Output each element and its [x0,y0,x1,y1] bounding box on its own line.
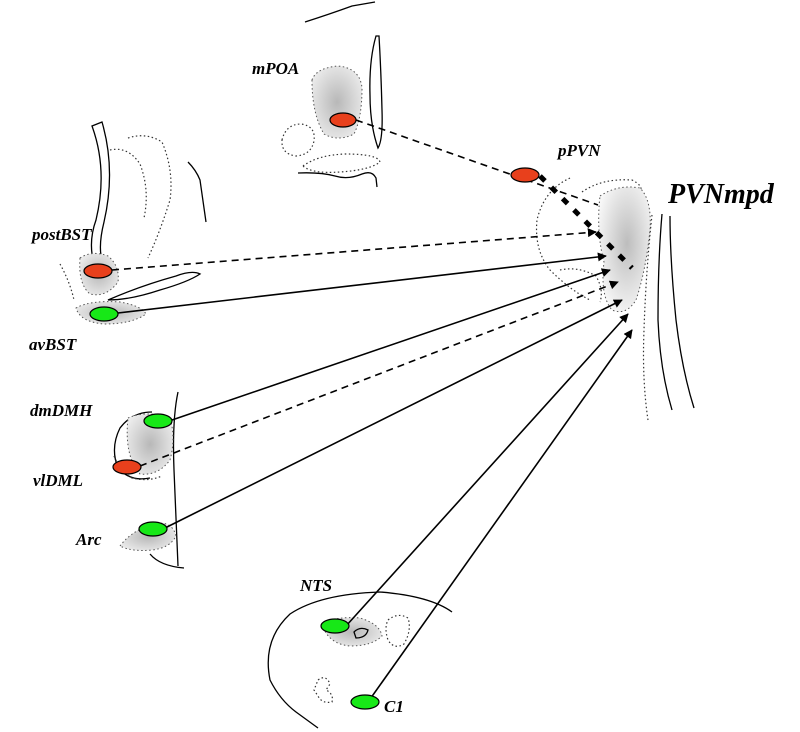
pvn-dotted-outline-left [535,177,591,301]
label-arc: Arc [75,530,102,549]
label-avbst: avBST [29,335,77,354]
node-postbst-red [83,263,113,279]
brainstem-outline [267,591,453,729]
bst-section [59,121,207,325]
node-c1-green [350,694,380,710]
dmh-ventricle-line [172,391,179,567]
arc-base-contour [149,553,185,569]
mpoa-base-contour [297,172,378,188]
node-arc-green [138,521,168,537]
label-ppvn: pPVN [556,141,601,160]
pvn-third-ventricle-outer [669,215,695,409]
labels: mPOA pPVN PVNmpd postBST avBST dmDMH vlD… [29,59,775,716]
pvn-third-ventricle-inner [657,213,673,411]
projection-nts-to-pvnmpd [345,313,629,627]
pvnmpd-shaded-region [598,186,651,313]
projection-postbst-to-pvnmpd [111,228,597,271]
projection-c1-to-pvnmpd [367,329,633,703]
label-pvnmpd: PVNmpd [667,179,775,210]
label-dmdmh: dmDMH [30,401,93,420]
nts-small-shape [353,627,369,639]
c1-dotted-shape [313,677,333,703]
projection-ppvn-to-pvnmpd [538,174,634,270]
projection-arc-to-pvnmpd [164,299,623,529]
projection-avbst-to-pvnmpd [117,252,607,314]
projection-dmdmh-to-pvnmpd [171,268,611,421]
mpoa-dotted-circle [281,123,315,157]
label-vldml: vlDML [33,471,83,490]
projection-vldml-to-pvnmpd [139,280,619,467]
bst-dotted-mid [109,148,147,219]
mpoa-optic-chiasm [302,153,381,173]
bst-dotted-lower [59,263,75,301]
node-avbst-green [89,306,119,322]
projection-lines [111,119,634,703]
node-dmdmh-green [143,413,173,429]
node-vldml-red [112,459,142,475]
label-mpoa: mPOA [252,59,299,78]
mpoa-shaded-region [311,65,363,139]
mpoa-third-ventricle [369,35,383,150]
node-ppvn-red [510,167,540,183]
label-c1: C1 [384,697,404,716]
bst-ventricle-outline [90,121,111,265]
pvn-section [535,177,695,421]
mpoa-top-contour [304,1,376,23]
label-postbst: postBST [30,225,92,244]
pvn-dotted-outline-top [581,179,642,193]
label-nts: NTS [299,576,332,595]
node-mpoa-red [329,112,357,128]
pvn-dotted-inner [559,268,602,303]
nts-dotted-oval [385,614,410,647]
node-nts-green [320,618,350,634]
bst-dotted-outer [127,135,172,259]
bst-side-contour [187,161,207,223]
nodes [83,112,540,710]
mpoa-section [281,1,383,188]
bst-internal-capsule [107,271,202,301]
projection-mpoa-to-pvnmpd [355,119,599,206]
pvn-dotted-curve-right [642,214,653,421]
